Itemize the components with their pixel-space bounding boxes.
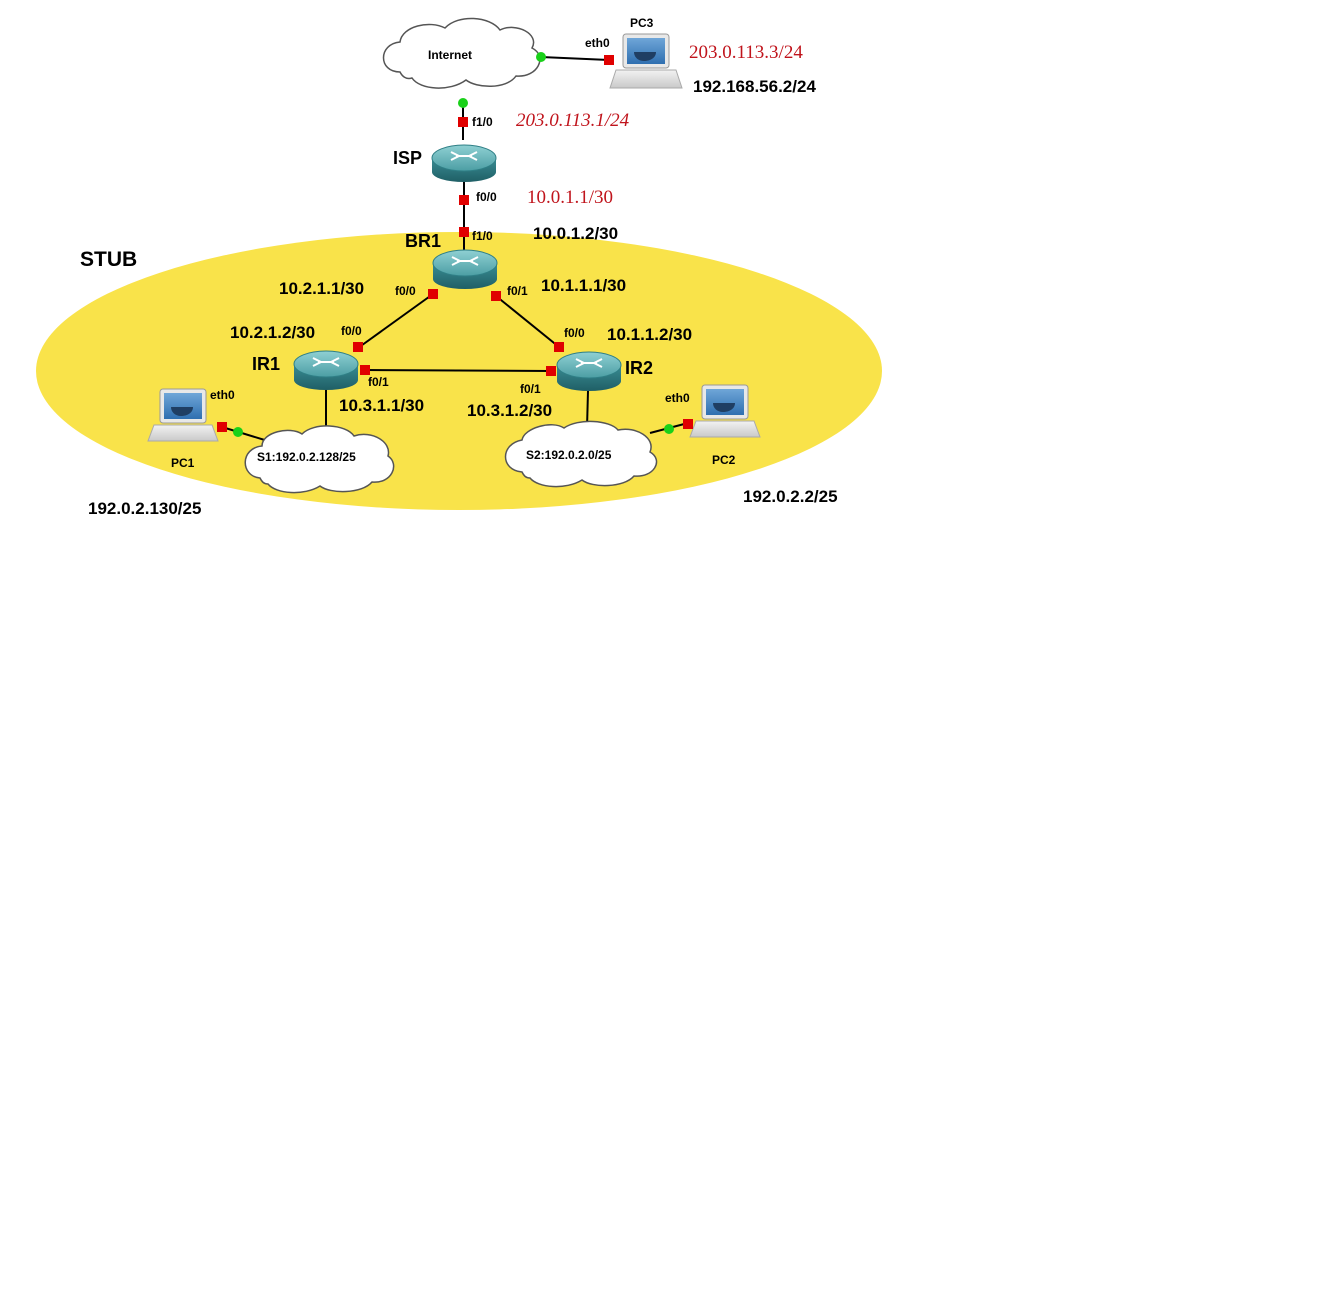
iface-label-br1-f1-0: f1/0 [472, 229, 493, 243]
router-icon [432, 249, 498, 289]
router-icon [431, 144, 497, 182]
port-down-isp-f1-0 [458, 117, 468, 127]
link-br1-ir2 [495, 295, 560, 348]
docker-host-icon [689, 384, 761, 438]
ip-label-pc2: 192.0.2.2/25 [743, 487, 838, 506]
ip-label-ir1-f0-1: 10.3.1.1/30 [339, 396, 425, 415]
port-up-internet-south [458, 98, 468, 108]
host-label-pc2: PC2 [712, 453, 736, 467]
ip-label-br1-f0-0: 10.2.1.1/30 [279, 279, 365, 298]
internet-cloud[interactable] [382, 17, 541, 89]
link-br1-ir1 [357, 293, 434, 349]
link-internet-pc3 [540, 56, 610, 61]
iface-label-isp-f1-0: f1/0 [472, 115, 493, 129]
iface-label-br1-f0-0: f0/0 [395, 284, 416, 298]
s1-cloud[interactable] [244, 425, 395, 494]
router-ir1[interactable] [293, 350, 359, 390]
ip-label-br1-f1-0: 10.0.1.2/30 [533, 224, 619, 243]
port-down-pc3-eth0 [604, 55, 614, 65]
router-label-ir1: IR1 [252, 354, 281, 374]
link-pc1-s1 [221, 426, 269, 442]
ip-label-ir2-f0-0: 10.1.1.2/30 [607, 325, 693, 344]
router-icon [293, 350, 359, 390]
s2-cloud[interactable] [504, 420, 658, 488]
router-label-br1: BR1 [405, 231, 442, 251]
router-icon [556, 351, 622, 391]
port-down-pc1-eth0 [217, 422, 227, 432]
ip-label-isp-f1-0: 203.0.113.1/24 [516, 110, 630, 131]
host-pc3[interactable] [609, 33, 683, 89]
host-pc1[interactable] [147, 388, 219, 442]
port-down-br1-f0-0 [428, 289, 438, 299]
host-label-pc1: PC1 [171, 456, 195, 470]
port-up-s2-east [664, 424, 674, 434]
ip-label-ir2-f0-1: 10.3.1.2/30 [467, 401, 553, 420]
host-label-pc3: PC3 [630, 16, 654, 30]
cloud-icon [382, 17, 541, 89]
cloud-icon [504, 420, 658, 488]
cloud-label-s2: S2:192.0.2.0/25 [526, 448, 612, 462]
host-pc2[interactable] [689, 384, 761, 438]
port-down-isp-f0-0 [459, 195, 469, 205]
port-down-br1-f0-1 [491, 291, 501, 301]
ip-label-isp-f0-0: 10.0.1.1/30 [527, 187, 614, 208]
port-down-ir2-f0-0 [554, 342, 564, 352]
ip-label-pc3: 192.168.56.2/24 [693, 77, 816, 96]
iface-label-br1-f0-1: f0/1 [507, 284, 528, 298]
docker-host-icon [147, 388, 219, 442]
iface-label-ir2-f0-1: f0/1 [520, 382, 541, 396]
cloud-label-s1: S1:192.0.2.128/25 [257, 450, 356, 464]
iface-label-ir1-f0-1: f0/1 [368, 375, 389, 389]
iface-label-ir2-f0-0: f0/0 [564, 326, 585, 340]
port-down-ir2-f0-1 [546, 366, 556, 376]
link-ir1-ir2 [364, 369, 552, 372]
cloud-label-internet: Internet [428, 48, 473, 62]
port-down-ir1-f0-0 [353, 342, 363, 352]
ip-label-pc3-public: 203.0.113.3/24 [689, 42, 803, 63]
port-down-pc2-eth0 [683, 419, 693, 429]
cloud-icon [244, 425, 395, 494]
ip-label-ir1-f0-0: 10.2.1.2/30 [230, 323, 316, 342]
iface-label-pc3-eth0: eth0 [585, 36, 610, 50]
router-label-isp: ISP [393, 148, 423, 168]
docker-host-icon [609, 33, 683, 89]
port-down-br1-f1-0 [459, 227, 469, 237]
iface-label-ir1-f0-0: f0/0 [341, 324, 362, 338]
port-down-ir1-f0-1 [360, 365, 370, 375]
iface-label-isp-f0-0: f0/0 [476, 190, 497, 204]
router-isp[interactable] [431, 144, 497, 182]
router-label-ir2: IR2 [625, 358, 654, 378]
port-indicators [217, 52, 693, 437]
iface-label-pc2-eth0: eth0 [665, 391, 690, 405]
port-up-s1-west [233, 427, 243, 437]
iface-label-pc1-eth0: eth0 [210, 388, 235, 402]
ip-label-br1-f0-1: 10.1.1.1/30 [541, 276, 627, 295]
router-ir2[interactable] [556, 351, 622, 391]
port-up-internet-east [536, 52, 546, 62]
zone-label-stub: STUB [80, 248, 138, 271]
router-br1[interactable] [432, 249, 498, 289]
ip-label-pc1: 192.0.2.130/25 [88, 499, 202, 518]
